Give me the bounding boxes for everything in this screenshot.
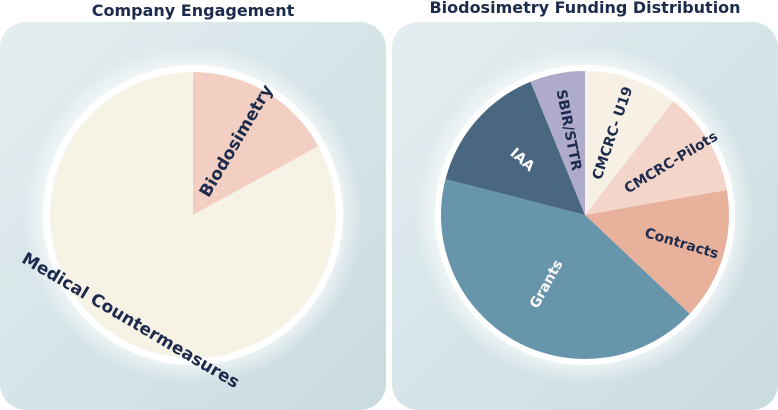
pie-slice-grants	[441, 179, 690, 359]
pie-slice-biodosimetry	[193, 72, 319, 215]
pie-slice-iaa	[445, 81, 585, 216]
pie-slice-sbir-sttr	[530, 71, 585, 215]
funding-distribution-pie: CMCRC- U19CMCRC-PilotsContractsGrantsIAA…	[441, 71, 729, 359]
left-chart-title: Company Engagement	[92, 1, 295, 20]
pie-slice-medical-countermeasures	[49, 72, 337, 358]
pie-slice-cmcrc-u19	[585, 71, 674, 215]
pie-slice-contracts	[585, 189, 729, 314]
right-chart-title: Biodosimetry Funding Distribution	[429, 0, 740, 17]
pie-slice-cmcrc-pilots	[585, 101, 727, 215]
